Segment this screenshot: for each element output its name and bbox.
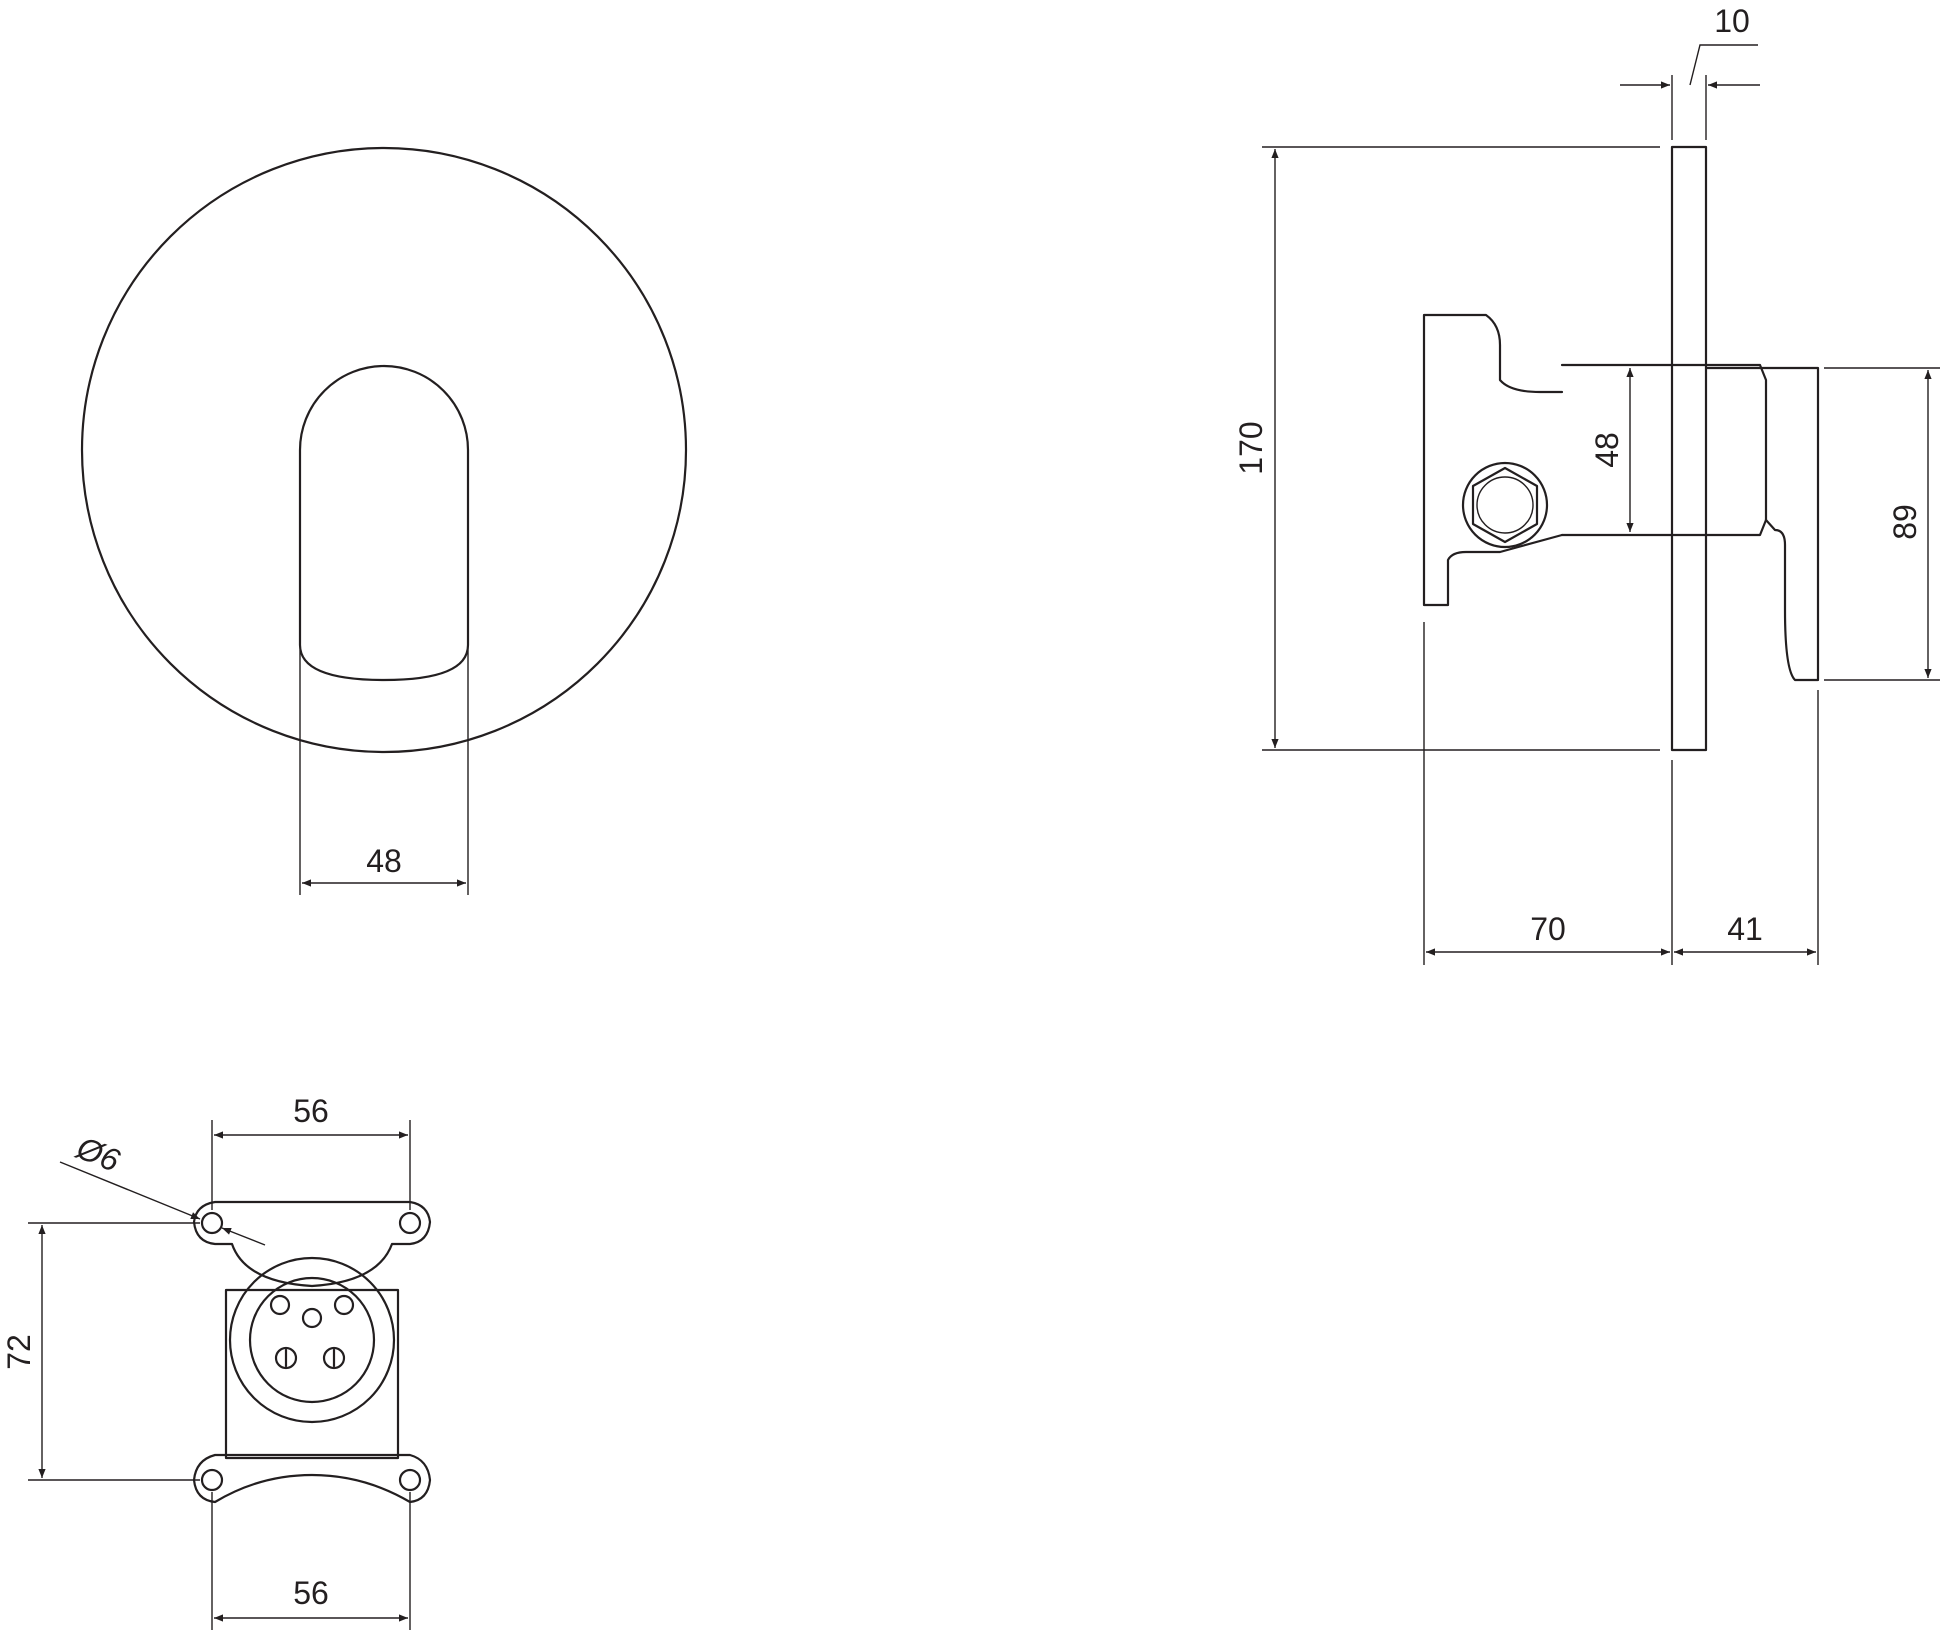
rear-bottom-bracket xyxy=(192,1453,432,1504)
rear-view: 56 Ø6 72 56 xyxy=(1,1093,432,1630)
rear-valve-inner xyxy=(248,1276,376,1404)
rear-mount-hole-bottom-right xyxy=(398,1468,422,1492)
side-plate-thickness-dimension: 10 xyxy=(1714,3,1750,39)
rear-top-bracket xyxy=(192,1200,432,1288)
rear-height-dimension: 72 xyxy=(1,1334,37,1370)
side-lever xyxy=(1704,366,1820,682)
front-cover-plate xyxy=(80,146,688,754)
rear-mount-hole-top-left xyxy=(200,1211,224,1235)
side-depth-dimension: 70 xyxy=(1530,911,1566,947)
front-lever-handle xyxy=(298,364,470,682)
rear-hole-diameter-dimension: Ø6 xyxy=(71,1129,125,1179)
side-lever-projection-dimension: 41 xyxy=(1727,911,1763,947)
side-cover-plate xyxy=(1670,145,1708,752)
rear-bottom-width-dimension: 56 xyxy=(293,1575,329,1611)
rear-housing xyxy=(224,1288,400,1460)
rear-mount-hole-top-right xyxy=(398,1211,422,1235)
front-width-dimension: 48 xyxy=(366,843,402,879)
side-body-diameter-dimension: 48 xyxy=(1589,432,1625,468)
rear-valve-outer xyxy=(228,1256,396,1424)
side-mounting-bracket xyxy=(1422,313,1564,607)
front-view: 48 xyxy=(80,146,688,895)
rear-mount-hole-bottom-left xyxy=(200,1468,224,1492)
side-height-dimension: 170 xyxy=(1233,421,1269,474)
rear-top-width-dimension: 56 xyxy=(293,1093,329,1129)
side-lever-height-dimension: 89 xyxy=(1887,504,1923,540)
side-inlet-nut xyxy=(1461,461,1549,549)
side-view: 10 170 48 89 70 41 xyxy=(1233,3,1940,965)
side-valve-body xyxy=(1560,363,1768,537)
